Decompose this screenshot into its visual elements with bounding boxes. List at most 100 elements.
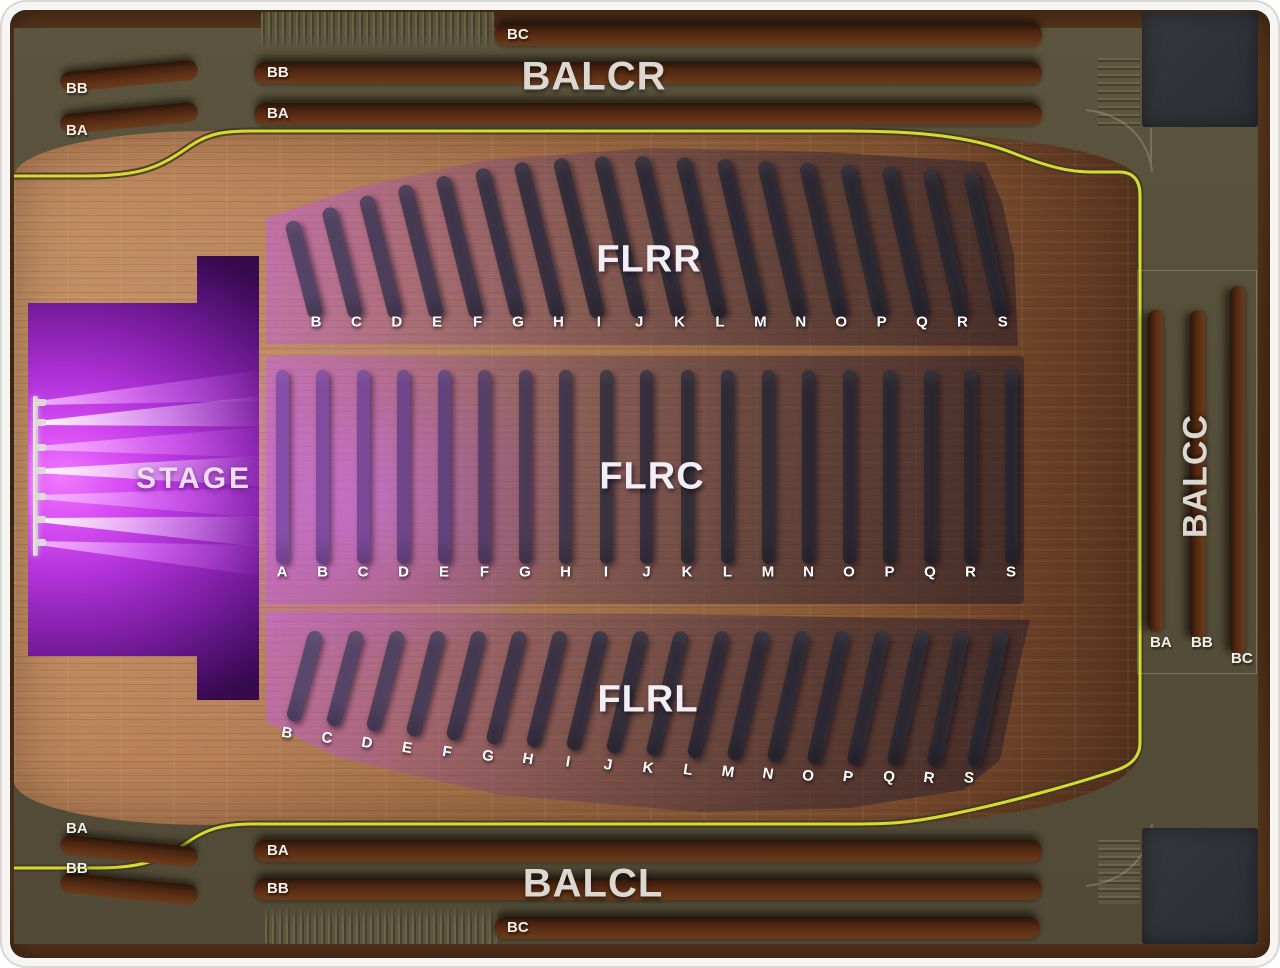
stage-light-fixture [36, 493, 46, 500]
row-label-flrr-R: R [956, 313, 968, 331]
row-label-flrc-D: D [398, 563, 409, 581]
row-label-flrc-P: P [884, 563, 895, 581]
section-label-flrr: FLRR [596, 238, 702, 281]
row-label-BB: BB [267, 880, 289, 897]
row-label-flrr-L: L [715, 313, 725, 331]
row-bar-flrc-F[interactable] [478, 370, 491, 564]
row-label-flrl-H: H [520, 749, 535, 769]
row-label-flrr-J: J [635, 313, 644, 331]
row-label-BB: BB [267, 64, 289, 81]
stage-light-fixture [36, 539, 46, 546]
side-row-label-top-BB: BB [66, 80, 88, 97]
stage-light-fixture [36, 467, 46, 474]
row-label-flrr-E: E [432, 313, 443, 331]
balcony-label-balcl: BALCL [522, 861, 664, 906]
row-bar-flrc-L[interactable] [721, 370, 734, 564]
stairs-bottom [265, 906, 497, 944]
row-bar-flrc-S[interactable] [1004, 370, 1018, 564]
stage-light-fixture [36, 399, 46, 406]
row-bar-flrc-D[interactable] [397, 370, 410, 564]
row-bar-flrc-N[interactable] [802, 370, 815, 564]
row-label-flrc-S: S [1005, 563, 1017, 581]
section-label-flrc: FLRC [599, 455, 705, 498]
balcony-row-right-BB[interactable] [1190, 310, 1205, 640]
corner-block-top-right [1142, 12, 1258, 127]
stage-light-fixture [36, 444, 46, 451]
row-bar-flrc-P[interactable] [883, 370, 896, 564]
row-label-flrl-S: S [962, 768, 975, 788]
row-label-flrc-H: H [560, 563, 571, 581]
row-label-flrr-M: M [754, 313, 767, 331]
balcony-row-bottom-BC[interactable]: BC [494, 917, 1040, 939]
side-row-label-top-BA: BA [66, 122, 88, 139]
row-label-flrc-N: N [803, 563, 814, 581]
row-label-flrc-G: G [519, 563, 531, 581]
stage-label: STAGE [135, 462, 253, 495]
section-label-flrl: FLRL [597, 678, 699, 721]
row-label-flrr-F: F [473, 313, 483, 331]
balcony-row-top-BB[interactable]: BB [254, 62, 1042, 84]
balcony-row-bottom-BB[interactable]: BB [254, 878, 1042, 900]
row-bar-flrc-H[interactable] [559, 370, 572, 564]
row-label-flrc-J: J [642, 563, 651, 581]
row-bar-flrc-R[interactable] [964, 370, 977, 564]
row-label-flrc-K: K [681, 563, 693, 581]
row-label-flrc-I: I [603, 563, 609, 581]
stage-light-fixture [36, 419, 46, 426]
row-bar-flrc-M[interactable] [761, 370, 775, 564]
row-label-flrr-G: G [512, 313, 524, 331]
row-label-flrl-O: O [801, 766, 816, 785]
row-label-flrc-F: F [479, 563, 490, 581]
side-row-label-bottom-BB: BB [66, 860, 88, 877]
row-label-flrl-M: M [720, 763, 736, 782]
row-label-flrl-G: G [480, 746, 495, 765]
row-label-flrl-K: K [641, 758, 655, 778]
row-label-BA: BA [267, 842, 289, 859]
balcony-row-bottom-BA[interactable]: BA [254, 840, 1042, 862]
row-label-flrc-B: B [317, 563, 328, 581]
side-row-label-bottom-BA: BA [66, 820, 88, 837]
stairs-bottom-right [1098, 840, 1140, 904]
row-label-BA: BA [267, 105, 289, 122]
row-label-flrr-D: D [391, 313, 403, 331]
row-label-flrc-M: M [761, 563, 775, 581]
balcony-row-right-BC[interactable] [1230, 286, 1245, 654]
row-label-flrr-P: P [876, 313, 887, 331]
row-label-flrr-O: O [835, 313, 848, 331]
balcony-row-top-BC[interactable]: BC [494, 24, 1042, 46]
row-label-flrr-Q: Q [916, 313, 928, 331]
row-label-flrr-I: I [596, 313, 601, 331]
row-label-flrr-C: C [350, 313, 362, 331]
row-label-flrr-H: H [552, 313, 564, 331]
balcony-row-top-BA[interactable]: BA [254, 103, 1042, 125]
row-label-BC: BC [507, 26, 529, 43]
row-label-flrl-R: R [922, 768, 936, 787]
row-label-flrr-N: N [795, 313, 807, 331]
row-label-flrr-K: K [674, 313, 686, 331]
row-label-flrc-E: E [438, 563, 450, 581]
row-label-BC: BC [507, 919, 529, 936]
row-label-flrc-Q: Q [924, 563, 936, 581]
row-label-flrc-L: L [722, 563, 733, 581]
balcony-row-right-BA[interactable] [1148, 310, 1163, 632]
row-bar-flrc-G[interactable] [518, 370, 532, 564]
stairs-top-right [1098, 58, 1140, 128]
row-label-flrc-O: O [843, 563, 855, 581]
row-bar-flrc-B[interactable] [316, 370, 329, 564]
row-bar-flrc-O[interactable] [842, 370, 856, 564]
row-label-flrc-C: C [357, 563, 369, 581]
row-label-right-BB: BB [1191, 634, 1213, 651]
row-bar-flrc-E[interactable] [437, 370, 451, 564]
stage-light-fixture [36, 516, 46, 523]
row-bar-flrc-Q[interactable] [923, 370, 937, 564]
row-label-right-BA: BA [1150, 634, 1172, 651]
balcony-label-balcr: BALCR [521, 54, 667, 99]
corner-block-bottom-right [1142, 828, 1258, 944]
balcony-label-balcc: BALCC [1176, 414, 1215, 538]
row-label-flrc-R: R [965, 563, 976, 581]
row-label-flrr-S: S [997, 313, 1008, 331]
row-bar-flrc-C[interactable] [356, 370, 370, 564]
row-label-right-BC: BC [1231, 650, 1253, 667]
row-label-flrr-B: B [310, 313, 322, 331]
